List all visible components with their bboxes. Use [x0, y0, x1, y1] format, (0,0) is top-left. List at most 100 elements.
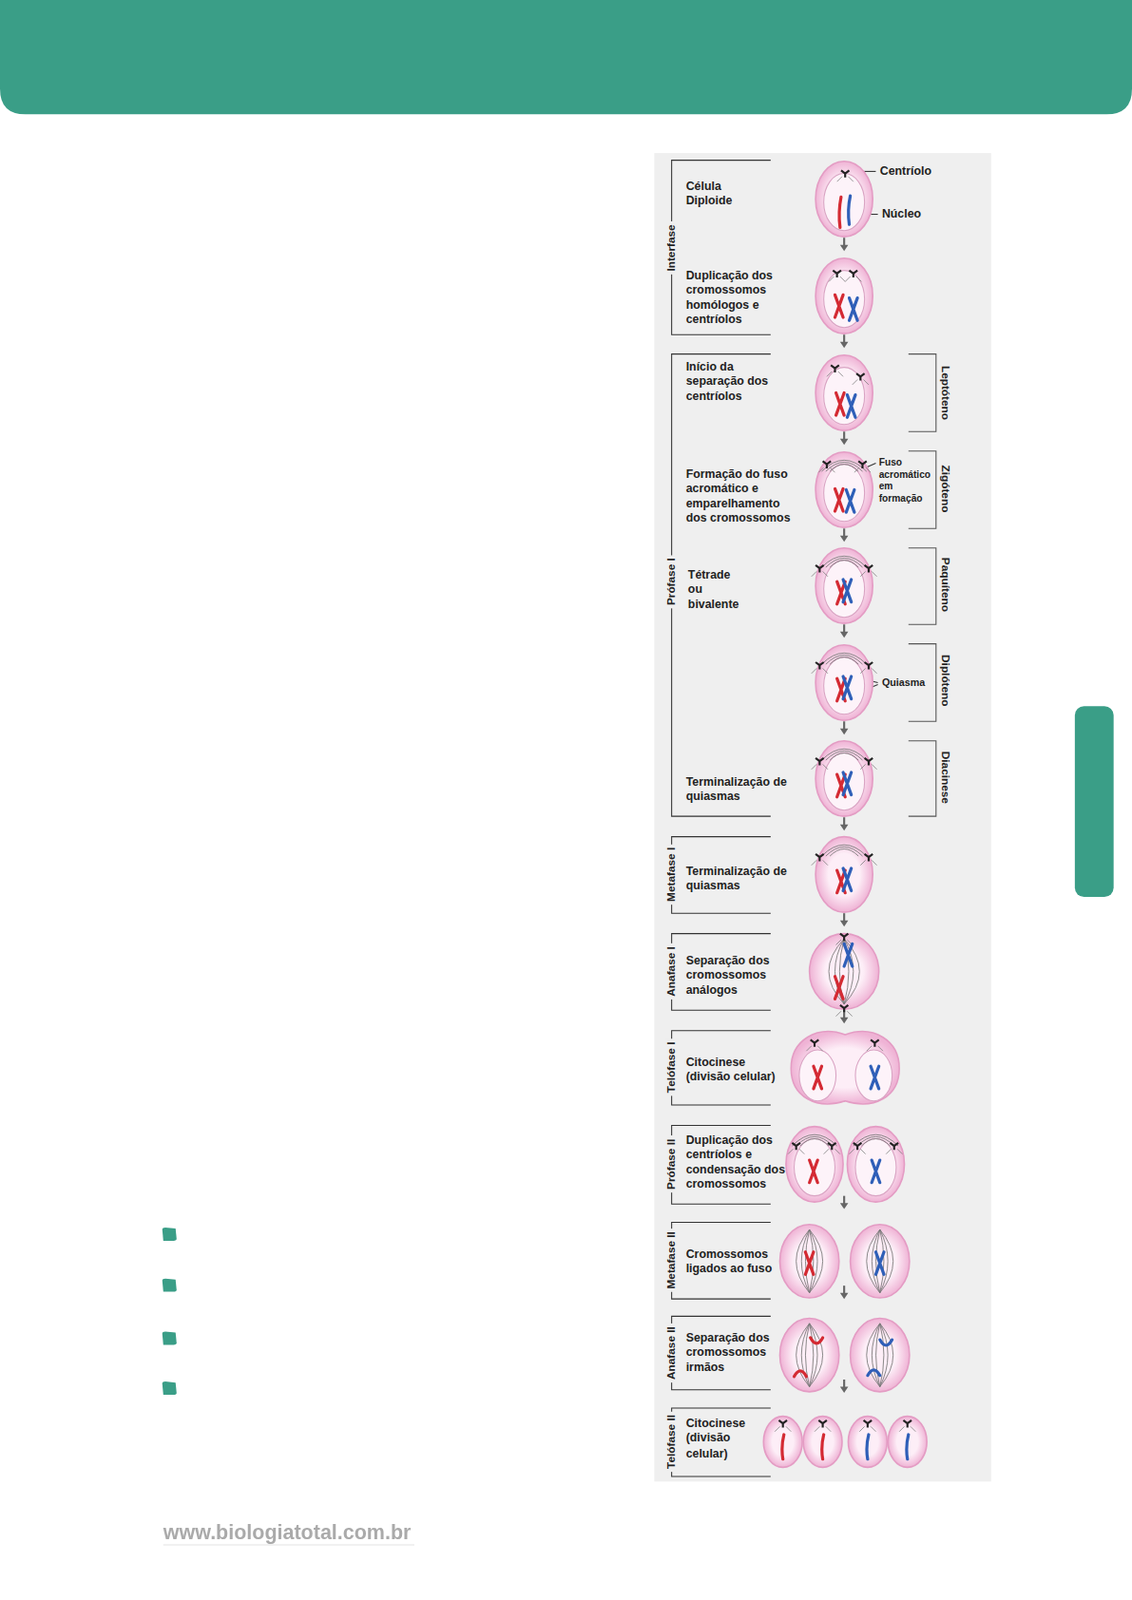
- spindle-fiber: [857, 1136, 895, 1147]
- spindle-fiber: [834, 939, 845, 1005]
- spindle-fiber: [866, 1323, 881, 1388]
- step-arrow: [843, 817, 845, 826]
- aster-ray: [828, 276, 834, 282]
- chromatid: [866, 1435, 869, 1460]
- chromosome: [844, 943, 853, 967]
- chromosome: [845, 489, 855, 513]
- aster-ray: [870, 1426, 876, 1432]
- substage-label: Diacinese: [938, 748, 953, 808]
- centriole: [810, 1039, 820, 1048]
- spindle-fiber: [844, 939, 860, 1005]
- spindle-fiber: [822, 748, 867, 761]
- aster-ray: [871, 860, 877, 865]
- centriole: [815, 662, 825, 671]
- phase-label: Metafase II: [664, 1228, 679, 1293]
- cell: [815, 741, 873, 817]
- centriole: [858, 460, 867, 469]
- step-arrow: [843, 334, 845, 344]
- step-arrowhead: [840, 342, 849, 348]
- step-arrowhead: [840, 439, 849, 445]
- spindle-fiber: [871, 1323, 880, 1388]
- aster-ray: [823, 571, 828, 576]
- chromosome: [834, 294, 844, 318]
- step-label: Separação dos cromossomos análogos: [686, 953, 779, 998]
- centriole: [815, 854, 825, 863]
- nucleus: [855, 1139, 897, 1197]
- aster-ray: [871, 764, 877, 769]
- spindle-fiber: [796, 1136, 834, 1147]
- site-url: www.biologiatotal.com.br: [163, 1519, 412, 1546]
- step-arrow: [843, 237, 845, 247]
- spindle-fiber: [880, 1323, 884, 1388]
- nucleus: [824, 560, 865, 618]
- cell: [815, 548, 873, 624]
- aster-ray: [834, 1149, 840, 1154]
- aster-ray: [859, 1426, 864, 1432]
- aster-ray: [787, 1149, 793, 1154]
- aster-ray: [823, 668, 828, 673]
- centriole: [864, 662, 874, 671]
- cell: [786, 1127, 844, 1203]
- centriole: [815, 758, 825, 767]
- spindle-fiber: [800, 1139, 829, 1148]
- nucleus: [799, 1050, 837, 1102]
- aster-ray: [824, 1149, 829, 1154]
- step-arrow: [843, 528, 845, 538]
- centriole: [864, 854, 874, 863]
- step-arrowhead: [840, 825, 849, 831]
- chromosome: [880, 1340, 893, 1346]
- step-arrowhead: [840, 729, 849, 735]
- cell: [815, 161, 873, 237]
- cell: [815, 837, 873, 913]
- aster-ray: [786, 1426, 791, 1432]
- callout-label: Núcleo: [882, 206, 921, 221]
- spindle-fiber: [809, 1323, 814, 1388]
- chromosome: [871, 1160, 881, 1184]
- chromosome: [813, 1066, 823, 1090]
- centriole: [840, 934, 849, 942]
- bullet-mark: [162, 1331, 177, 1345]
- substage-label: Leptóteno: [938, 363, 953, 424]
- centriole: [853, 1143, 863, 1152]
- spindle-fiber: [825, 846, 864, 857]
- spindle-fiber: [825, 750, 864, 761]
- chromatid: [906, 1435, 909, 1460]
- step-arrow: [843, 721, 845, 730]
- step-label: Duplicação dos centríolos e condensação …: [686, 1132, 793, 1192]
- substage-label: Diplóteno: [938, 652, 953, 710]
- cell: [815, 258, 873, 334]
- aster-ray: [854, 467, 860, 473]
- cell: [779, 1225, 839, 1299]
- chromosome: [805, 1252, 814, 1276]
- aster-ray: [860, 571, 865, 576]
- aster-ray: [838, 371, 844, 377]
- aster-ray: [811, 668, 817, 673]
- spindle-fiber: [828, 939, 845, 1005]
- aster-ray: [860, 764, 865, 769]
- bullet-mark: [162, 1227, 177, 1242]
- step-label: Duplicação dos cromossomos homólogos e c…: [686, 268, 785, 327]
- step-arrowhead: [840, 920, 849, 927]
- nucleus: [855, 1050, 893, 1102]
- bullet-mark: [162, 1279, 177, 1293]
- cell: [850, 1319, 910, 1393]
- substage-bracket: [908, 548, 937, 626]
- chromosome: [846, 395, 856, 419]
- aster-ray: [840, 276, 845, 282]
- phase-label: Metafase I: [664, 844, 679, 906]
- aster-ray: [856, 276, 862, 282]
- aster-ray: [860, 668, 865, 673]
- centriole: [832, 270, 842, 279]
- aster-ray: [837, 176, 843, 182]
- centriole: [827, 1143, 837, 1152]
- centriole: [841, 170, 850, 178]
- substage-bracket: [908, 451, 937, 530]
- chromosome: [843, 868, 852, 892]
- aster-ray: [910, 1426, 916, 1432]
- step-arrow: [843, 624, 845, 634]
- aster-ray: [871, 571, 877, 576]
- aster-ray: [818, 467, 824, 473]
- cell: [763, 1417, 803, 1469]
